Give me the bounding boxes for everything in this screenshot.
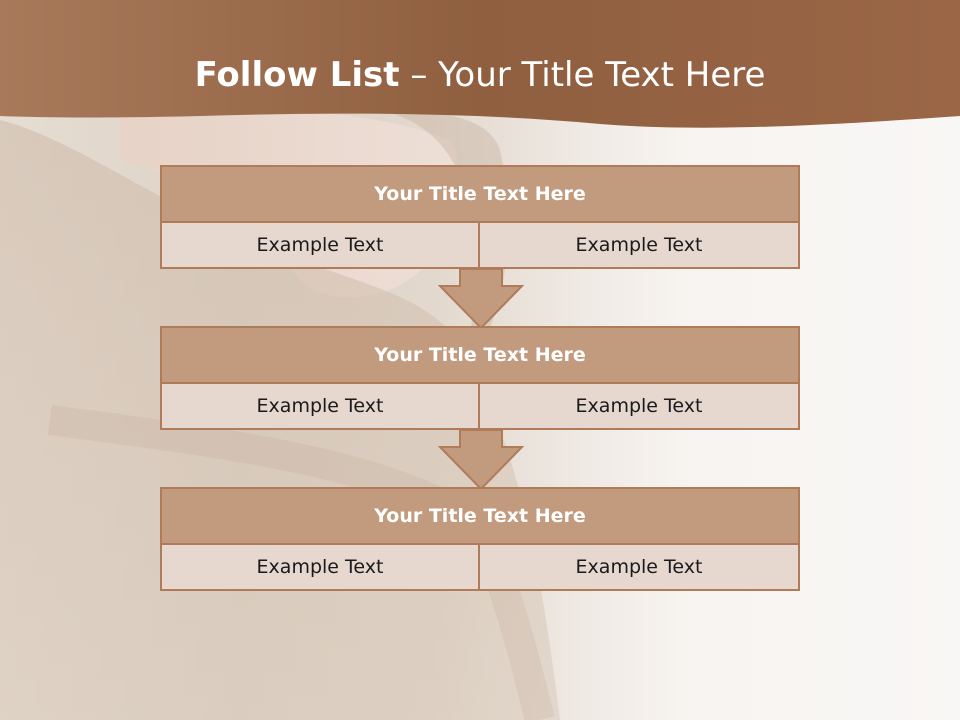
title-rest: – Your Title Text Here [410,55,766,95]
step-title: Your Title Text Here [162,167,798,223]
step-title: Your Title Text Here [162,328,798,384]
down-arrow-icon [438,429,524,491]
step-cell-right: Example Text [575,556,703,578]
step-cell-left: Example Text [162,545,480,589]
step-box-3: Your Title Text Here Example Text Exampl… [160,487,800,591]
step-box-1: Your Title Text Here Example Text Exampl… [160,165,800,269]
step-cell-right: Example Text [575,234,703,256]
step-cell-left: Example Text [162,223,480,267]
step-cell-left: Example Text [162,384,480,428]
slide-title: Follow List – Your Title Text Here [0,52,960,98]
title-bold: Follow List [194,55,400,95]
step-title: Your Title Text Here [162,489,798,545]
down-arrow-icon [438,268,524,330]
step-box-2: Your Title Text Here Example Text Exampl… [160,326,800,430]
step-cell-right: Example Text [575,395,703,417]
